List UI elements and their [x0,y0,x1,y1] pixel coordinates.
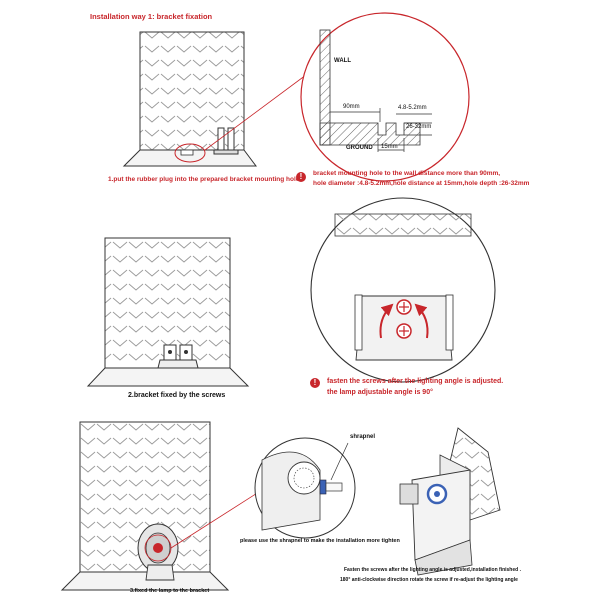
step3-caption: 3.fixed the lamp to the bracket [130,588,210,594]
step1-caption: 1.put the rubber plug into the prepared … [108,176,300,183]
step1-note-line2: hole diameter :4.8-5.2mm,hole distance a… [313,180,530,187]
ground-label: GROUND [346,145,373,151]
step2-wall-panel [86,237,250,387]
step1-wall-panel [122,31,311,167]
step2-note-line2: the lamp adjustable angle is 90° [327,389,433,396]
final-note-line1: Fasten the screws after the lighting ang… [344,567,521,573]
dim-distance: 90mm [343,104,360,110]
step2-note-line1: fasten the screws after the lighting ang… [327,378,504,385]
step2-caption: 2.bracket fixed by the screws [128,392,226,399]
warning-icon: ! [310,378,320,388]
wall-label: WALL [334,58,351,64]
step3-wall-panel [60,421,263,591]
step3-finished-view [399,427,501,576]
step3-shrapnel-circle [254,437,356,539]
step2-detail-circle [310,197,496,383]
step1-note-line1: bracket mounting hole to the wall distan… [313,170,501,177]
shrapnel-label: shrapnel [350,434,376,440]
dim-spacing: 15mm [381,144,398,150]
warning-icon: ! [296,172,306,182]
shrapnel-note: please use the shrapnel to make the inst… [240,538,400,544]
page-title: Installation way 1: bracket fixation [90,12,213,21]
dim-diameter: 4.8-5.2mm [398,105,427,111]
final-note-line2: 180° anti-clockwise direction rotate the… [340,577,518,583]
step1-detail-circle [300,12,470,182]
dim-depth: 26-32mm [406,124,432,130]
